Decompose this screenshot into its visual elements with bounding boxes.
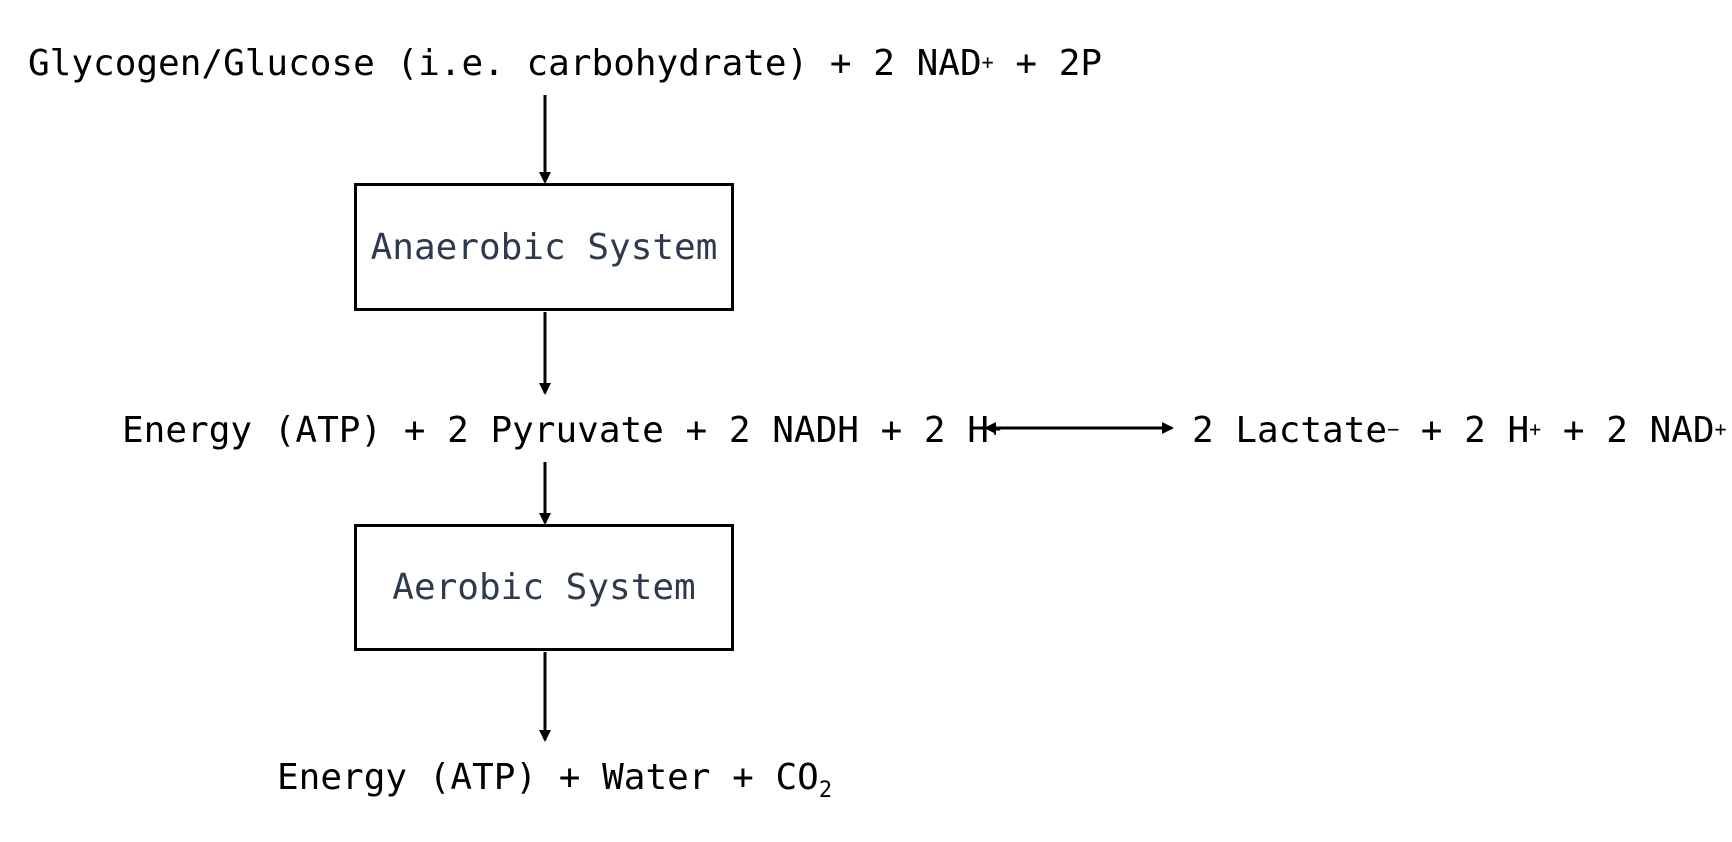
lactate-nad-plus-superscript: + — [1714, 417, 1727, 441]
aerobic-output-equation: Energy (ATP) + Water + CO2 — [277, 757, 833, 804]
aerobic-system-label: Aerobic System — [392, 567, 696, 608]
pyruvate-equation: Energy (ATP) + 2 Pyruvate + 2 NADH + 2 H… — [122, 411, 1001, 455]
lactate-equation: 2 Lactate− + 2 H+ + 2 NAD+ — [1192, 411, 1727, 455]
aerobic-output-text: Energy (ATP) + Water + CO — [277, 757, 819, 798]
lactate-h-plus-superscript: + — [1529, 417, 1542, 441]
anaerobic-system-label: Anaerobic System — [370, 226, 718, 268]
lactate-nad-text: + 2 NAD — [1541, 410, 1715, 451]
lactate-text: 2 Lactate — [1192, 410, 1388, 451]
nad-plus-superscript: + — [981, 50, 994, 74]
co2-subscript: 2 — [818, 778, 833, 803]
glucose-input-text: Glycogen/Glucose (i.e. carbohydrate) + 2… — [28, 43, 982, 84]
lactate-h-text: + 2 H — [1399, 410, 1530, 451]
glucose-input-equation: Glycogen/Glucose (i.e. carbohydrate) + 2… — [28, 44, 1102, 88]
lactate-minus-superscript: − — [1387, 417, 1400, 441]
aerobic-system-box: Aerobic System — [354, 524, 734, 651]
glucose-input-tail: + 2P — [993, 43, 1103, 84]
pyruvate-equation-text: Energy (ATP) + 2 Pyruvate + 2 NADH + 2 H — [122, 410, 989, 451]
anaerobic-system-box: Anaerobic System — [354, 183, 734, 311]
